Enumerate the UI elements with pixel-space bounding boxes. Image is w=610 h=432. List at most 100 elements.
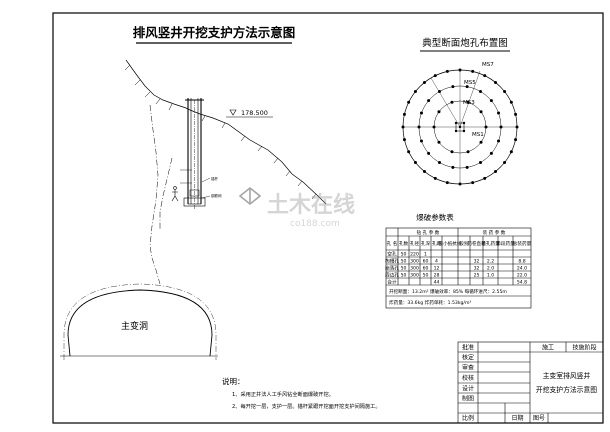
blast-hole	[401, 125, 405, 129]
worker-figure	[171, 190, 179, 202]
cut-hole	[458, 125, 462, 129]
table-cell: 周边孔	[385, 272, 399, 279]
blast-hole	[419, 111, 423, 115]
blast-hole	[489, 99, 493, 103]
cut-hole	[462, 129, 466, 133]
table-cell: 1	[424, 252, 427, 258]
table-header: 单段药量	[496, 240, 515, 247]
dim-line-1	[430, 77, 461, 128]
blast-hole	[458, 182, 462, 186]
blast-hole	[509, 150, 513, 154]
table-cell: 32	[474, 266, 480, 272]
elevation-label: 178.500	[241, 109, 268, 117]
blast-hole	[503, 89, 507, 93]
table-cell: 12	[434, 266, 440, 272]
cut-hole	[454, 121, 458, 125]
tb-drawing-title-1: 主变室排风竖井	[543, 371, 591, 380]
group-header-charging: 装 药 参 数	[483, 229, 506, 236]
blast-hole	[494, 170, 498, 174]
table-header: 段别	[459, 240, 469, 247]
dim-line-2	[459, 70, 481, 128]
tb-label: 审查	[462, 364, 474, 372]
blast-hole	[407, 100, 411, 104]
table-header: 孔距	[432, 240, 442, 247]
worker-head	[173, 186, 177, 190]
blast-hole	[433, 74, 437, 78]
blast-hole	[466, 150, 470, 154]
table-cell: 50	[401, 259, 407, 265]
watermark-logo	[238, 186, 262, 206]
table-header: 总装药量	[513, 240, 532, 247]
blast-hole	[450, 100, 454, 104]
blast-hole	[471, 181, 475, 185]
blast-hole	[433, 176, 437, 180]
table-summary-2: 炸药量：33.6kg 炸药单耗：1.53kg/m³	[389, 299, 471, 306]
table-header: 单孔药量	[481, 240, 500, 247]
drawing-frame	[52, 12, 604, 424]
tb-drawing-title-2: 开挖支护方法示意图	[536, 385, 597, 394]
cut-square	[455, 122, 465, 132]
blast-hole	[479, 110, 483, 114]
table-cell: 60	[423, 266, 429, 272]
tb-label: 批准	[462, 344, 474, 352]
table-cell: 24.0	[517, 266, 527, 272]
table-title: 爆破参数表	[416, 212, 454, 222]
rock-line-dashdot	[149, 104, 161, 285]
cavern-rock-line	[63, 283, 217, 360]
tb-label: 比例	[462, 414, 474, 422]
table-cell: 合计	[387, 279, 397, 286]
section-title: 典型断面炮孔布置图	[422, 37, 508, 49]
ms3-label: MS3	[463, 100, 475, 106]
table-cell: 60	[423, 259, 429, 265]
blast-hole	[465, 85, 469, 89]
blast-hole	[417, 125, 421, 129]
table-cell: 25	[474, 273, 480, 279]
blast-holes	[401, 68, 519, 186]
blast-hole	[422, 170, 426, 174]
tb-fig-label: 图号	[533, 415, 545, 422]
blast-hole	[489, 151, 493, 155]
table-cell: 300	[410, 266, 419, 272]
table-cell: 50	[401, 266, 407, 272]
blast-hole	[437, 110, 441, 114]
blast-hole	[466, 100, 470, 104]
tb-label: 校核	[462, 374, 474, 382]
notes-line-1: 1、采用正井法人工手风钻全断面爆破开挖。	[232, 390, 334, 398]
blast-hole	[471, 69, 475, 73]
table-cell: 4	[435, 259, 438, 265]
blast-hole	[497, 111, 501, 115]
blast-hole	[445, 181, 449, 185]
blast-hole	[484, 125, 488, 129]
blast-hole	[503, 161, 507, 165]
blast-hole	[402, 138, 406, 142]
blast-hole	[427, 99, 431, 103]
table-header: 孔径	[410, 240, 420, 247]
table-cell: 2.2	[487, 259, 494, 265]
watermark-text: 土木在线	[267, 192, 355, 218]
blast-hole	[450, 150, 454, 154]
table-cell: 2.0	[487, 266, 494, 272]
table-header: 药卷直径	[467, 240, 486, 247]
watermark: 土木在线 co188.com	[238, 186, 355, 229]
blast-hole	[413, 161, 417, 165]
table-cell: 32	[474, 259, 480, 265]
blast-hole	[515, 125, 519, 129]
blast-hole	[413, 89, 417, 93]
tb-label: 核定	[462, 354, 474, 362]
blast-parameter-table: 钻 孔 参 数 装 药 参 数 孔 名 孔数 孔径 孔深 孔距 最小抵抗线 段别…	[385, 227, 532, 309]
table-cell: 50	[401, 252, 407, 258]
blast-hole	[479, 89, 482, 93]
table-cell: 50	[401, 273, 407, 279]
tb-stage: 技施阶段	[572, 344, 596, 352]
blast-hole	[514, 112, 518, 116]
blast-hole	[438, 161, 441, 165]
blast-hole	[402, 112, 406, 116]
blast-hole	[465, 165, 469, 169]
notes-line-2: 2、每开挖一层，支护一层。锚杆紧跟开挖面开挖支护间隔施工。	[232, 402, 381, 410]
elevation-marker	[229, 109, 237, 116]
blast-hole	[494, 80, 498, 84]
table-header: 孔数	[399, 240, 409, 247]
blast-hole	[438, 89, 441, 93]
blast-hole	[483, 74, 487, 78]
